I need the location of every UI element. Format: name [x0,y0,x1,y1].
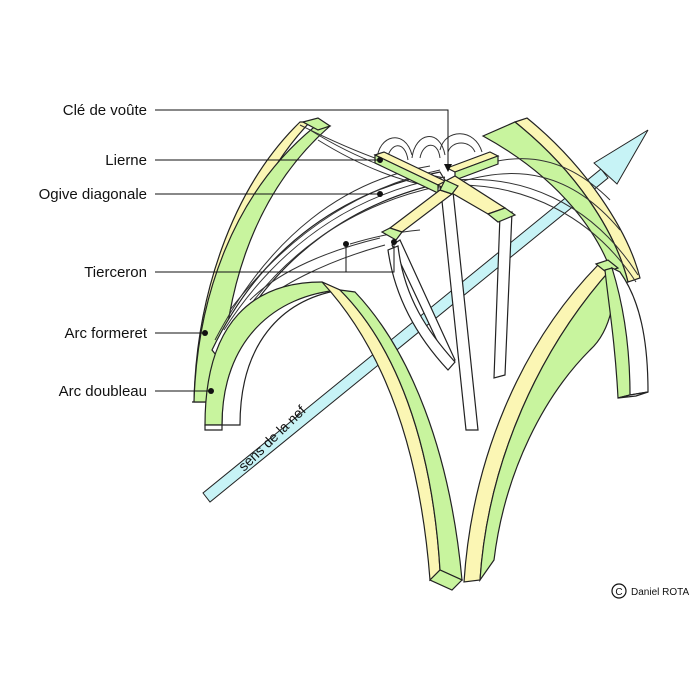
leader-tierceron [155,242,395,273]
arc-formeret-left [192,117,332,403]
label-sens-de-la-nef: sens de la nef [235,402,309,474]
labels: Clé de voûte Lierne Ogive diagonale Tier… [39,102,148,400]
leader-cle [155,109,449,165]
label-cle-de-voute: Clé de voûte [63,102,147,119]
vault-loops [376,133,483,161]
leader-lierne-dot [377,157,383,163]
leader-tierceron-dot-b [391,239,397,245]
copyright-symbol: C [615,587,622,598]
leader-formeret-dot [202,330,208,336]
leader-cle-arrowhead [444,164,452,172]
label-arc-formeret: Arc formeret [64,325,147,342]
label-ogive-diagonale: Ogive diagonale [39,186,147,203]
copyright-symbol-circle [611,583,627,599]
ogive-diagonale-rib [387,181,513,431]
lierne-cross [373,151,517,241]
leader-doubleau-dot [208,388,214,394]
leader-ogive-dot [377,191,383,197]
label-arc-doubleau: Arc doubleau [59,383,147,400]
copyright-author: Daniel ROTA [631,587,689,598]
leader-tierceron-dot-a [343,241,349,247]
leaders [155,109,452,394]
copyright: C Daniel ROTA [611,583,689,599]
arc-doubleau-right [463,259,649,583]
arc-doubleau-left [204,281,464,591]
label-tierceron: Tierceron [84,264,147,281]
label-lierne: Lierne [105,152,147,169]
nave-arrow-head [593,129,649,185]
